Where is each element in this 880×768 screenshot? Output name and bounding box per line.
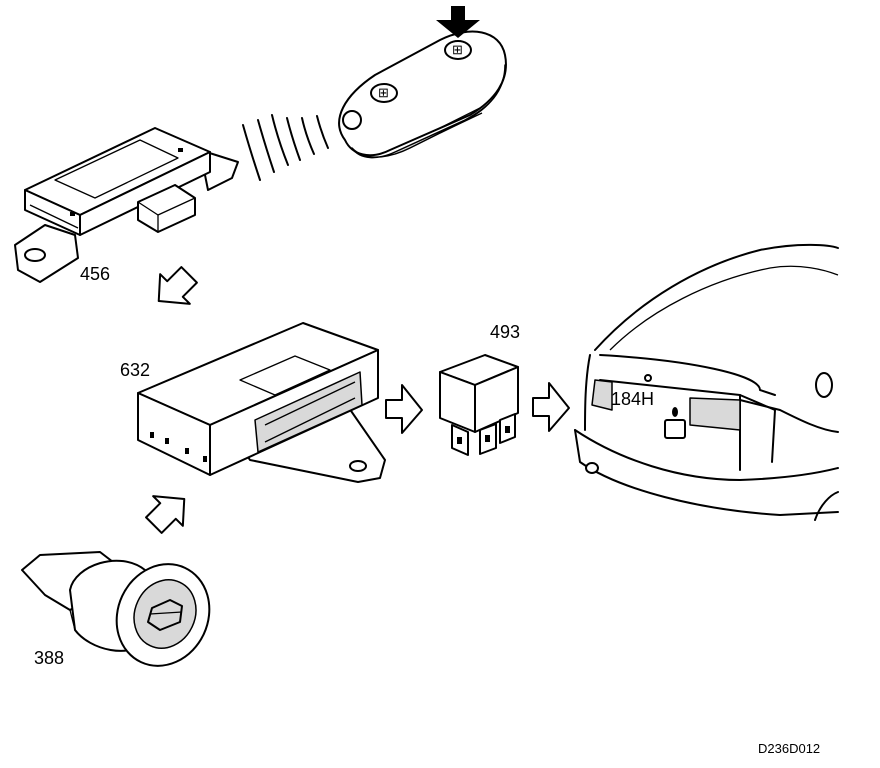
label-car-lock: 184H [611,389,654,409]
trunk-switch-388 [21,551,211,667]
arrow-relay-to-car [532,382,570,432]
label-receiver: 456 [80,264,110,284]
car-rear-view [574,243,839,521]
drawing-code: D236D012 [758,741,820,756]
svg-text:⊞: ⊞ [452,42,463,57]
label-trunk-switch: 388 [34,648,64,668]
control-module-632 [137,322,386,483]
relay-493 [439,354,519,456]
arrow-receiver-to-module [157,266,198,305]
label-relay: 493 [490,322,520,342]
press-arrow-icon [436,6,480,38]
arrow-module-to-relay [385,384,423,434]
receiver-unit-456 [14,127,239,283]
svg-text:⊞: ⊞ [378,85,389,100]
label-control-module: 632 [120,360,150,380]
arrow-switch-to-module [145,495,186,534]
remote-key-fob: ⊞ ⊞ [338,30,507,159]
radio-waves-icon [242,114,329,181]
